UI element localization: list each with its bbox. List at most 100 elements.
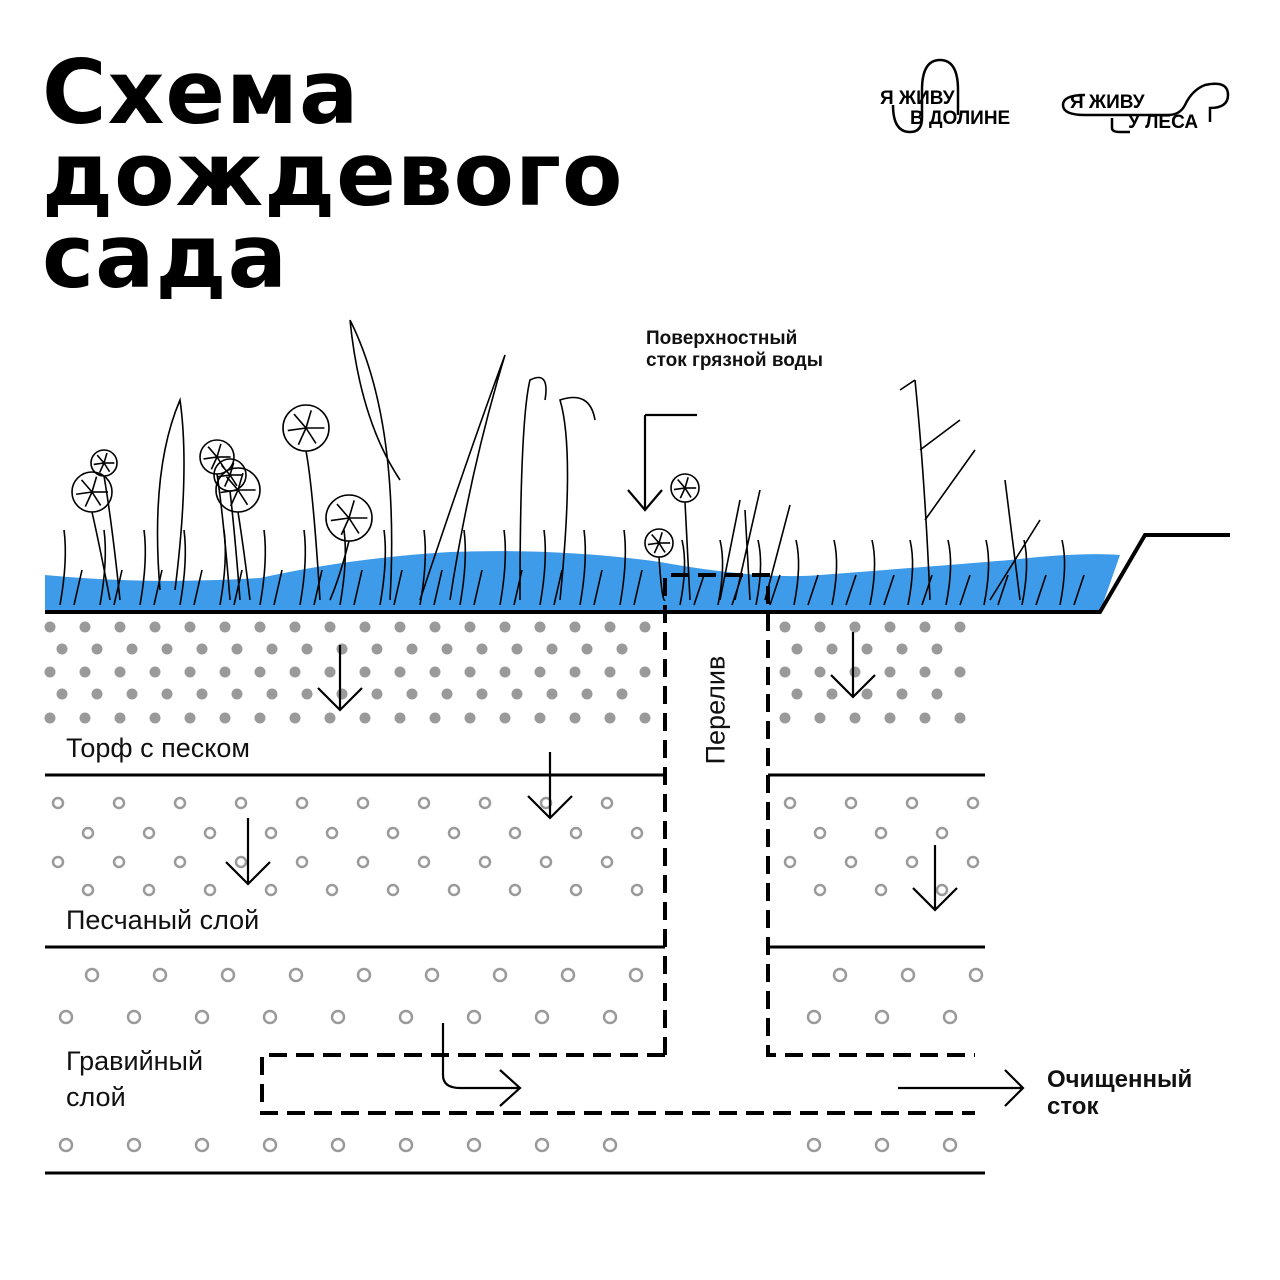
- soil-dot: [935, 826, 949, 840]
- soil-dot: [84, 967, 100, 983]
- soil-dot: [861, 688, 873, 700]
- title-line: сада: [42, 205, 288, 308]
- flow-arrows: [225, 413, 1025, 1107]
- soil-dot: [464, 666, 476, 678]
- soil-dot: [266, 643, 278, 655]
- soil-dot: [234, 855, 248, 869]
- soil-dot: [424, 967, 440, 983]
- soil-dot: [398, 1137, 414, 1153]
- label-line: Поверхностный: [646, 328, 798, 349]
- soil-dot: [905, 796, 919, 810]
- soil-dot: [954, 666, 966, 678]
- soil-dot: [394, 621, 406, 633]
- title-line: Схема: [42, 41, 360, 144]
- soil-dot: [394, 666, 406, 678]
- soil-dot: [896, 688, 908, 700]
- soil-dot: [295, 855, 309, 869]
- soil-dot: [44, 621, 56, 633]
- label-line: Очищенный: [1047, 1066, 1193, 1093]
- soil-dot: [359, 666, 371, 678]
- soil-dot: [406, 643, 418, 655]
- soil-dot: [142, 826, 156, 840]
- soil-dot: [806, 1137, 822, 1153]
- soil-dot: [826, 643, 838, 655]
- soil-dot: [511, 688, 523, 700]
- label-surface-runoff: Поверхностный сток грязной воды: [646, 328, 823, 372]
- soil-dots: [44, 621, 984, 1153]
- soil-dot: [966, 855, 980, 869]
- soil-dot: [931, 643, 943, 655]
- soil-dot: [874, 826, 888, 840]
- soil-dot: [849, 712, 861, 724]
- label-line: сток: [1047, 1093, 1099, 1120]
- soil-dot: [58, 1137, 74, 1153]
- soil-dot: [219, 621, 231, 633]
- soil-dot: [791, 643, 803, 655]
- soil-dot: [324, 666, 336, 678]
- soil-dot: [639, 712, 651, 724]
- soil-dot: [194, 1137, 210, 1153]
- soil-dot: [203, 826, 217, 840]
- soil-dot: [325, 826, 339, 840]
- soil-dot: [429, 621, 441, 633]
- logo-line: Я ЖИВУ: [1070, 92, 1145, 113]
- soil-dot: [630, 826, 644, 840]
- soil-dot: [234, 796, 248, 810]
- soil-dot: [231, 688, 243, 700]
- soil-dot: [219, 712, 231, 724]
- soil-dot: [56, 688, 68, 700]
- soil-dot: [534, 666, 546, 678]
- soil-dot: [394, 712, 406, 724]
- soil-dot: [114, 621, 126, 633]
- soil-dot: [330, 1009, 346, 1025]
- soil-dot: [336, 688, 348, 700]
- soil-dot: [441, 643, 453, 655]
- soil-dot: [476, 688, 488, 700]
- soil-dot: [126, 643, 138, 655]
- logo-strokes: [891, 58, 1230, 134]
- soil-dot: [91, 643, 103, 655]
- soil-dot: [616, 643, 628, 655]
- soil-dot: [779, 666, 791, 678]
- soil-dot: [466, 1137, 482, 1153]
- soil-dot: [417, 855, 431, 869]
- soil-dot: [447, 883, 461, 897]
- soil-dot: [499, 666, 511, 678]
- soil-dot: [262, 1137, 278, 1153]
- soil-dot: [478, 855, 492, 869]
- soil-dot: [919, 666, 931, 678]
- soil-dot: [56, 643, 68, 655]
- plants-illustration: [59, 319, 1085, 606]
- soil-dot: [534, 621, 546, 633]
- soil-dot: [301, 643, 313, 655]
- soil-dot: [492, 967, 508, 983]
- label-line: сток грязной воды: [646, 350, 823, 371]
- soil-dot: [508, 826, 522, 840]
- soil-dot: [919, 621, 931, 633]
- soil-dot: [264, 826, 278, 840]
- soil-dot: [534, 1009, 550, 1025]
- soil-dot: [779, 712, 791, 724]
- soil-dot: [371, 643, 383, 655]
- soil-dot: [324, 712, 336, 724]
- soil-dot: [539, 855, 553, 869]
- soil-dot: [600, 796, 614, 810]
- soil-dot: [264, 883, 278, 897]
- soil-dot: [896, 643, 908, 655]
- soil-dot: [114, 666, 126, 678]
- soil-dot: [81, 883, 95, 897]
- soil-dot: [813, 883, 827, 897]
- soil-dot: [600, 855, 614, 869]
- soil-dot: [254, 712, 266, 724]
- soil-dot: [356, 796, 370, 810]
- soil-dot: [301, 688, 313, 700]
- soil-dot: [359, 712, 371, 724]
- title-line: дождевого: [42, 123, 624, 226]
- soil-dot: [569, 712, 581, 724]
- soil-dot: [814, 712, 826, 724]
- soil-dot: [142, 883, 156, 897]
- soil-dot: [91, 688, 103, 700]
- soil-dot: [196, 643, 208, 655]
- soil-dot: [874, 1009, 890, 1025]
